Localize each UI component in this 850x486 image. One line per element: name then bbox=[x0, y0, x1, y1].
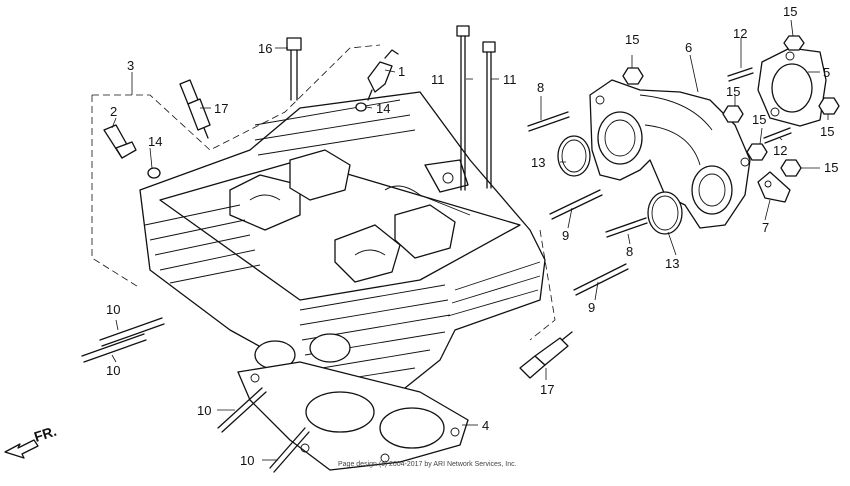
stud-12-lower bbox=[763, 127, 792, 144]
fitting-2 bbox=[103, 124, 137, 159]
stud-9-lower bbox=[573, 263, 629, 296]
label-part-11-left: 11 bbox=[431, 72, 445, 87]
stud-10-gasket-upper bbox=[217, 387, 267, 433]
label-part-8-lower: 8 bbox=[626, 244, 633, 259]
label-part-14-top: 14 bbox=[376, 101, 390, 116]
label-part-17-top: 17 bbox=[214, 101, 228, 116]
label-part-11-right: 11 bbox=[503, 72, 517, 87]
stud-8-lower bbox=[605, 217, 648, 238]
front-direction-indicator: FR. bbox=[4, 423, 58, 459]
stud-12-upper bbox=[727, 67, 754, 82]
label-part-16: 16 bbox=[258, 41, 272, 56]
bolt-11-left bbox=[456, 25, 470, 191]
label-part-9-lower: 9 bbox=[588, 300, 595, 315]
o-ring-13-lower-inner bbox=[651, 195, 679, 231]
cylinder-head bbox=[139, 91, 546, 393]
label-part-15-c: 15 bbox=[752, 112, 766, 127]
label-part-9-upper: 9 bbox=[562, 228, 569, 243]
stud-10-lower-left bbox=[81, 333, 147, 363]
copyright-notice: Page design (c) 2004-2017 by ARI Network… bbox=[338, 461, 517, 468]
bolt-11-right bbox=[482, 41, 496, 189]
o-ring-13-upper bbox=[557, 135, 591, 177]
o-ring-13-lower bbox=[647, 191, 683, 235]
label-part-13-upper: 13 bbox=[531, 155, 545, 170]
sensor-1 bbox=[367, 49, 399, 101]
nut-15-b bbox=[722, 105, 744, 123]
label-part-10-gasket-upper: 10 bbox=[197, 403, 211, 418]
nut-15-f bbox=[818, 97, 840, 115]
label-part-10-gasket-lower: 10 bbox=[240, 453, 254, 468]
label-part-2: 2 bbox=[110, 104, 117, 119]
washer-14-top bbox=[355, 102, 367, 112]
label-part-15-d: 15 bbox=[824, 160, 838, 175]
label-part-3: 3 bbox=[127, 58, 134, 73]
insulator-plate-5 bbox=[757, 47, 827, 127]
label-part-14-left: 14 bbox=[148, 134, 162, 149]
label-part-6: 6 bbox=[685, 40, 692, 55]
bracket-7 bbox=[757, 171, 791, 203]
label-part-15-b: 15 bbox=[726, 84, 740, 99]
label-part-17-bottom: 17 bbox=[540, 382, 554, 397]
bolt-16 bbox=[286, 37, 302, 101]
spark-plug-17-top bbox=[179, 79, 211, 139]
label-part-10-lower-left: 10 bbox=[106, 363, 120, 378]
label-part-10-upper-left: 10 bbox=[106, 302, 120, 317]
stud-9-upper bbox=[549, 189, 603, 220]
label-part-12-lower: 12 bbox=[773, 143, 787, 158]
stud-8-upper bbox=[527, 111, 570, 132]
label-part-1: 1 bbox=[398, 64, 405, 79]
spark-plug-17-bottom bbox=[519, 331, 573, 379]
label-part-4: 4 bbox=[482, 418, 489, 433]
label-part-7: 7 bbox=[762, 220, 769, 235]
stud-10-upper-left bbox=[99, 317, 165, 347]
nut-15-c bbox=[746, 143, 768, 161]
label-part-15-f: 15 bbox=[820, 124, 834, 139]
label-part-15-a: 15 bbox=[625, 32, 639, 47]
front-label: FR. bbox=[32, 423, 58, 445]
o-ring-13-upper-inner bbox=[561, 139, 587, 173]
leader-lines bbox=[111, 19, 829, 461]
label-part-13-lower: 13 bbox=[665, 256, 679, 271]
nut-15-a bbox=[622, 67, 644, 85]
label-part-12-upper: 12 bbox=[733, 26, 747, 41]
label-part-5: 5 bbox=[823, 65, 830, 80]
intake-manifold-6 bbox=[589, 79, 751, 229]
label-part-15-e: 15 bbox=[783, 4, 797, 19]
nut-15-e bbox=[783, 35, 805, 51]
head-gasket-4 bbox=[237, 361, 469, 471]
label-part-8-upper: 8 bbox=[537, 80, 544, 95]
stud-10-gasket-lower bbox=[269, 427, 310, 473]
nut-15-d bbox=[780, 159, 802, 177]
washer-14-left bbox=[147, 167, 161, 179]
front-arrow-icon bbox=[4, 439, 39, 459]
